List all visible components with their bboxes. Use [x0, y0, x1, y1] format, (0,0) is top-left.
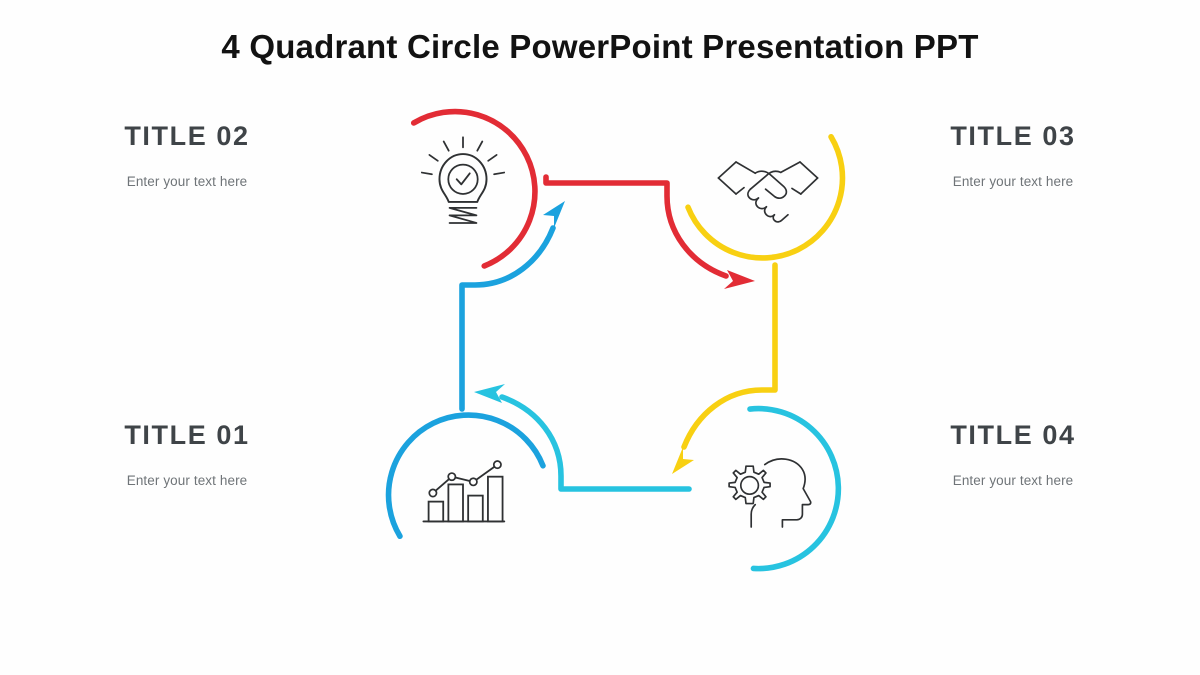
quadrant-circle-title-02[interactable]: [388, 80, 567, 269]
quadrant-label-title-02: TITLE 02 Enter your text here: [42, 121, 332, 189]
quadrant-title-text: TITLE 02: [124, 121, 250, 151]
handshake-icon: [717, 161, 819, 223]
quadrant-label-title-04: TITLE 04 Enter your text here: [868, 420, 1158, 488]
quadrant-subtitle-text: Enter your text here: [952, 173, 1074, 189]
quadrant-circle-title-01[interactable]: [357, 383, 546, 562]
quadrant-title-text: TITLE 01: [124, 420, 250, 450]
lightbulb-check-icon: [420, 136, 506, 224]
connector-yellow: [672, 262, 778, 474]
quadrant-title-text: TITLE 03: [950, 121, 1076, 151]
quadrant-subtitle-text: Enter your text here: [126, 173, 248, 189]
connector-cyan: [474, 384, 692, 492]
quadrant-subtitle-text: Enter your text here: [952, 472, 1074, 488]
head-gear-icon: [728, 458, 812, 528]
quadrant-label-title-01: TITLE 01 Enter your text here: [42, 420, 332, 488]
connector-red: [543, 174, 755, 289]
quadrant-label-title-03: TITLE 03 Enter your text here: [868, 121, 1158, 189]
bar-chart-growth-icon: [422, 460, 506, 523]
quadrant-circle-title-03[interactable]: [685, 111, 874, 290]
quadrant-title-text: TITLE 04: [950, 420, 1076, 450]
connector-blue: [459, 201, 565, 412]
quadrant-subtitle-text: Enter your text here: [126, 472, 248, 488]
page-title: 4 Quadrant Circle PowerPoint Presentatio…: [221, 28, 979, 65]
quadrant-circle-title-04[interactable]: [718, 393, 854, 572]
